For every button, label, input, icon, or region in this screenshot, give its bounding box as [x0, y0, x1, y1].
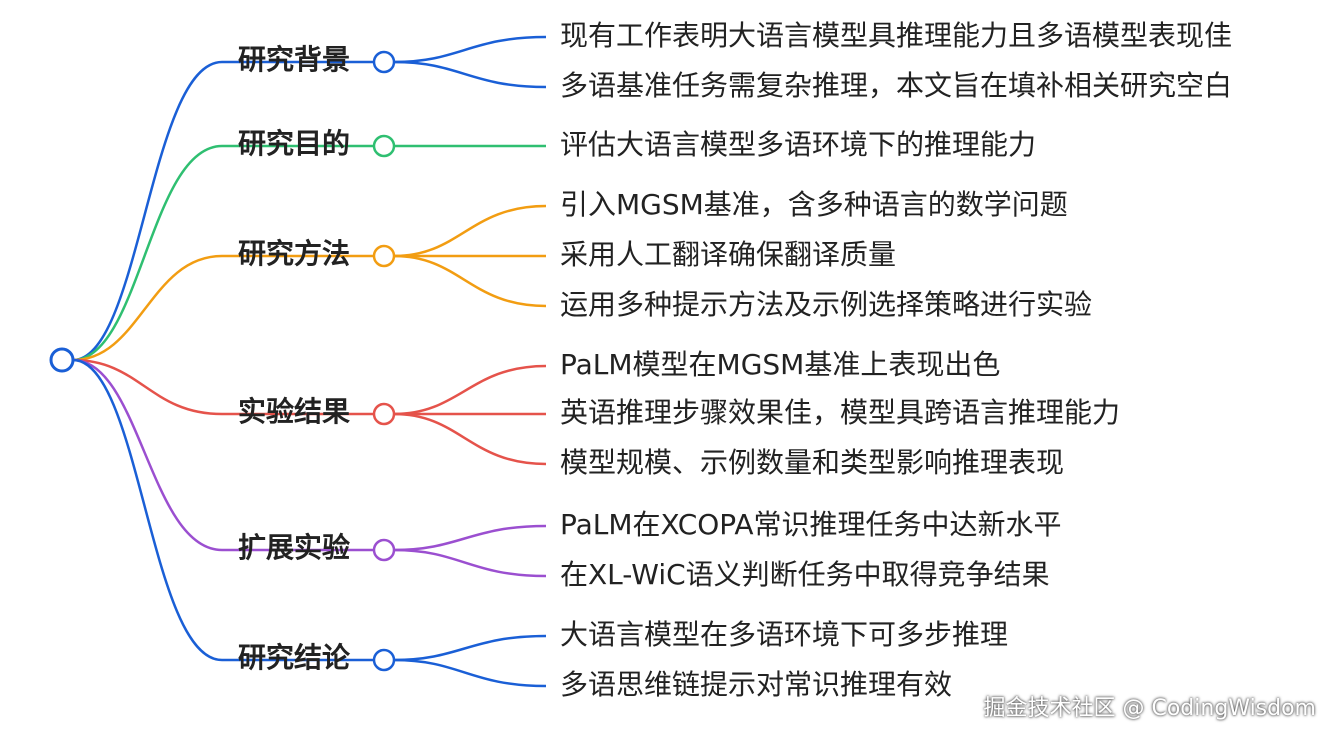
- leaf-label[interactable]: 英语推理步骤效果佳，模型具跨语言推理能力: [560, 396, 1120, 429]
- branch-node[interactable]: [372, 244, 396, 268]
- leaf-label[interactable]: 采用人工翻译确保翻译质量: [560, 238, 896, 271]
- leaf-connector: [393, 364, 547, 416]
- branch-connector: [72, 60, 374, 362]
- leaf-connector: [393, 658, 547, 688]
- leaf-connector: [393, 35, 547, 64]
- branch-node[interactable]: [372, 648, 396, 672]
- branch-node[interactable]: [372, 538, 396, 562]
- leaf-connector: [393, 524, 547, 552]
- leaf-connector: [393, 60, 547, 89]
- branch-connector: [72, 358, 374, 552]
- leaf-connector: [393, 204, 547, 258]
- leaf-connector: [393, 634, 547, 662]
- watermark: 掘金技术社区 @ CodingWisdom: [983, 696, 1317, 721]
- branch-label[interactable]: 实验结果: [238, 395, 350, 428]
- branch-label[interactable]: 研究结论: [238, 641, 351, 674]
- branch-node[interactable]: [372, 402, 396, 426]
- leaf-connector: [393, 254, 547, 308]
- leaf-label[interactable]: 运用多种提示方法及示例选择策略进行实验: [560, 288, 1092, 321]
- leaf-label[interactable]: 现有工作表明大语言模型具推理能力且多语模型表现佳: [560, 19, 1232, 52]
- connector-lines: [72, 35, 547, 688]
- leaf-label[interactable]: 引入MGSM基准，含多种语言的数学问题: [560, 188, 1068, 221]
- leaf-label[interactable]: 在XL-WiC语义判断任务中取得竞争结果: [560, 558, 1050, 591]
- nodes: [49, 50, 396, 672]
- branch-label[interactable]: 研究目的: [238, 127, 350, 160]
- branch-label[interactable]: 研究背景: [238, 43, 350, 76]
- leaf-label[interactable]: PaLM模型在MGSM基准上表现出色: [560, 348, 1000, 381]
- branch-connector: [72, 358, 374, 662]
- leaf-label[interactable]: 评估大语言模型多语环境下的推理能力: [560, 128, 1036, 161]
- labels: 研究背景 现有工作表明大语言模型具推理能力且多语模型表现佳多语基准任务需复杂推理，…: [238, 19, 1232, 701]
- leaf-label[interactable]: 多语基准任务需复杂推理，本文旨在填补相关研究空白: [560, 69, 1232, 102]
- branch-label[interactable]: 扩展实验: [238, 531, 350, 564]
- leaf-label[interactable]: 模型规模、示例数量和类型影响推理表现: [560, 446, 1064, 479]
- leaf-label[interactable]: PaLM在XCOPA常识推理任务中达新水平: [560, 508, 1062, 541]
- leaf-label[interactable]: 大语言模型在多语环境下可多步推理: [560, 618, 1008, 651]
- branch-node[interactable]: [372, 134, 396, 158]
- root-node[interactable]: [49, 347, 75, 373]
- branch-connector: [72, 254, 374, 362]
- leaf-connector: [393, 548, 547, 578]
- branch-node[interactable]: [372, 50, 396, 74]
- leaf-connector: [393, 412, 547, 466]
- branch-connector: [72, 144, 374, 362]
- leaf-label[interactable]: 多语思维链提示对常识推理有效: [560, 668, 952, 701]
- branch-connector: [72, 358, 374, 416]
- branch-label[interactable]: 研究方法: [238, 237, 350, 270]
